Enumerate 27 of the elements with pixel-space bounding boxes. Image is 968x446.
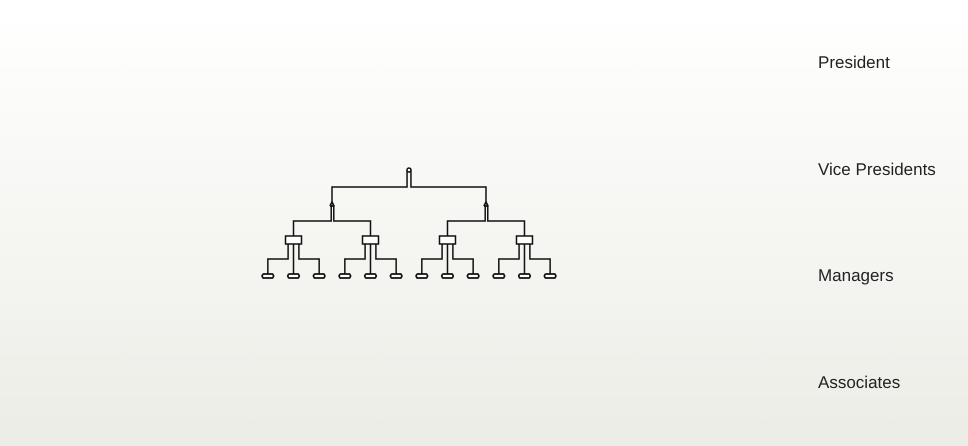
node-box — [362, 235, 380, 245]
connector — [331, 170, 408, 204]
connector — [487, 205, 526, 237]
connector — [292, 244, 295, 276]
connector — [498, 244, 520, 276]
connector — [333, 205, 372, 237]
connector — [298, 244, 320, 276]
connector — [292, 205, 332, 237]
connector — [370, 244, 372, 276]
connector — [524, 244, 526, 276]
connector — [375, 244, 398, 276]
level-label: Managers — [818, 266, 895, 286]
node-box — [438, 235, 456, 245]
connector — [446, 205, 486, 237]
node-circle — [406, 167, 412, 173]
connector — [267, 244, 289, 276]
connector — [410, 170, 488, 204]
connector — [421, 244, 443, 276]
level-label: Associates — [818, 372, 902, 393]
connector — [529, 244, 552, 276]
connector — [452, 244, 474, 276]
connector — [446, 244, 449, 276]
node-box — [284, 235, 302, 245]
level-label: President — [818, 53, 891, 74]
node-box — [516, 235, 534, 245]
connector — [344, 244, 366, 276]
level-label: Vice Presidents — [818, 160, 937, 180]
